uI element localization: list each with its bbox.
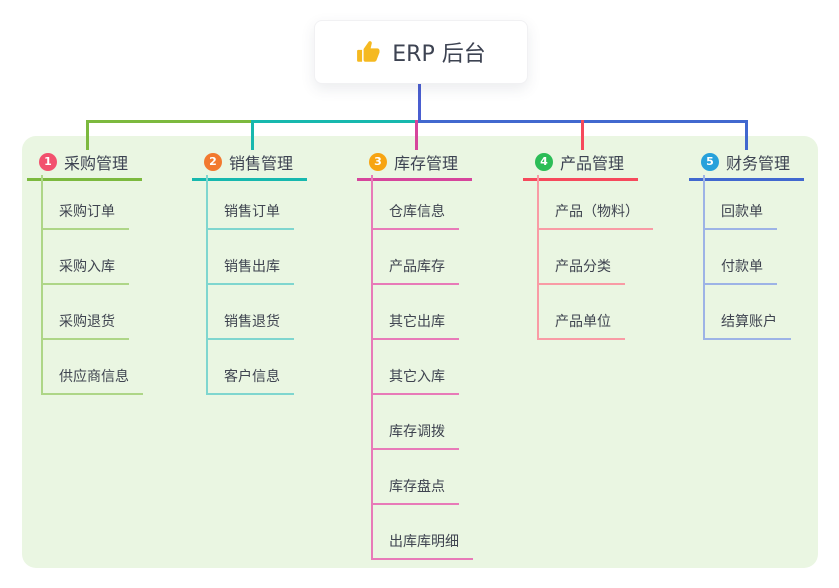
child-node[interactable]: 采购退货 [43, 285, 129, 340]
branch-2-number-badge: 2 [204, 153, 222, 171]
child-node[interactable]: 产品分类 [539, 230, 625, 285]
branch-5-children: 回款单 付款单 结算账户 [703, 175, 791, 340]
branch-1-label[interactable]: 1 采购管理 [27, 148, 143, 181]
mindmap-background-panel [22, 136, 818, 568]
branch-2-title: 销售管理 [229, 154, 294, 173]
connector-branch-2 [251, 120, 419, 123]
child-node[interactable]: 采购订单 [43, 175, 129, 230]
branch-5-label[interactable]: 5 财务管理 [689, 148, 805, 181]
connector-branch-1 [86, 120, 253, 123]
child-node[interactable]: 销售订单 [208, 175, 294, 230]
branch-3-title: 库存管理 [394, 154, 459, 173]
branch-5-number-badge: 5 [701, 153, 719, 171]
child-node[interactable]: 产品单位 [539, 285, 625, 340]
child-node[interactable]: 付款单 [705, 230, 777, 285]
connector-drop-3 [415, 120, 418, 150]
connector-drop-2 [251, 120, 254, 150]
child-node[interactable]: 供应商信息 [43, 340, 143, 395]
connector-drop-1 [86, 120, 89, 150]
root-node[interactable]: ERP 后台 [314, 20, 528, 84]
connector-drop-4 [581, 120, 584, 150]
branch-1-title: 采购管理 [64, 154, 129, 173]
child-node[interactable]: 回款单 [705, 175, 777, 230]
branch-3-number-badge: 3 [369, 153, 387, 171]
child-node[interactable]: 其它入库 [373, 340, 459, 395]
branch-3-label[interactable]: 3 库存管理 [357, 148, 473, 181]
branch-4-number-badge: 4 [535, 153, 553, 171]
child-node[interactable]: 销售出库 [208, 230, 294, 285]
child-node[interactable]: 其它出库 [373, 285, 459, 340]
connector-drop-5 [745, 120, 748, 150]
branch-1-number-badge: 1 [39, 153, 57, 171]
child-node[interactable]: 产品库存 [373, 230, 459, 285]
thumbs-up-icon [356, 39, 382, 65]
child-node[interactable]: 结算账户 [705, 285, 791, 340]
child-node[interactable]: 采购入库 [43, 230, 129, 285]
root-title: ERP 后台 [392, 42, 486, 67]
child-node[interactable]: 销售退货 [208, 285, 294, 340]
branch-4-children: 产品（物料） 产品分类 产品单位 [537, 175, 653, 340]
branch-1-children: 采购订单 采购入库 采购退货 供应商信息 [41, 175, 143, 395]
branch-3-children: 仓库信息 产品库存 其它出库 其它入库 库存调拨 库存盘点 出库库明细 [371, 175, 473, 560]
branch-2-children: 销售订单 销售出库 销售退货 客户信息 [206, 175, 294, 395]
branch-4-label[interactable]: 4 产品管理 [523, 148, 639, 181]
child-node[interactable]: 库存调拨 [373, 395, 459, 450]
child-node[interactable]: 客户信息 [208, 340, 294, 395]
branch-5-title: 财务管理 [726, 154, 791, 173]
child-node[interactable]: 仓库信息 [373, 175, 459, 230]
child-node[interactable]: 产品（物料） [539, 175, 653, 230]
connector-root [418, 82, 421, 121]
child-node[interactable]: 库存盘点 [373, 450, 459, 505]
child-node[interactable]: 出库库明细 [373, 505, 473, 560]
branch-2-label[interactable]: 2 销售管理 [192, 148, 308, 181]
branch-4-title: 产品管理 [560, 154, 625, 173]
